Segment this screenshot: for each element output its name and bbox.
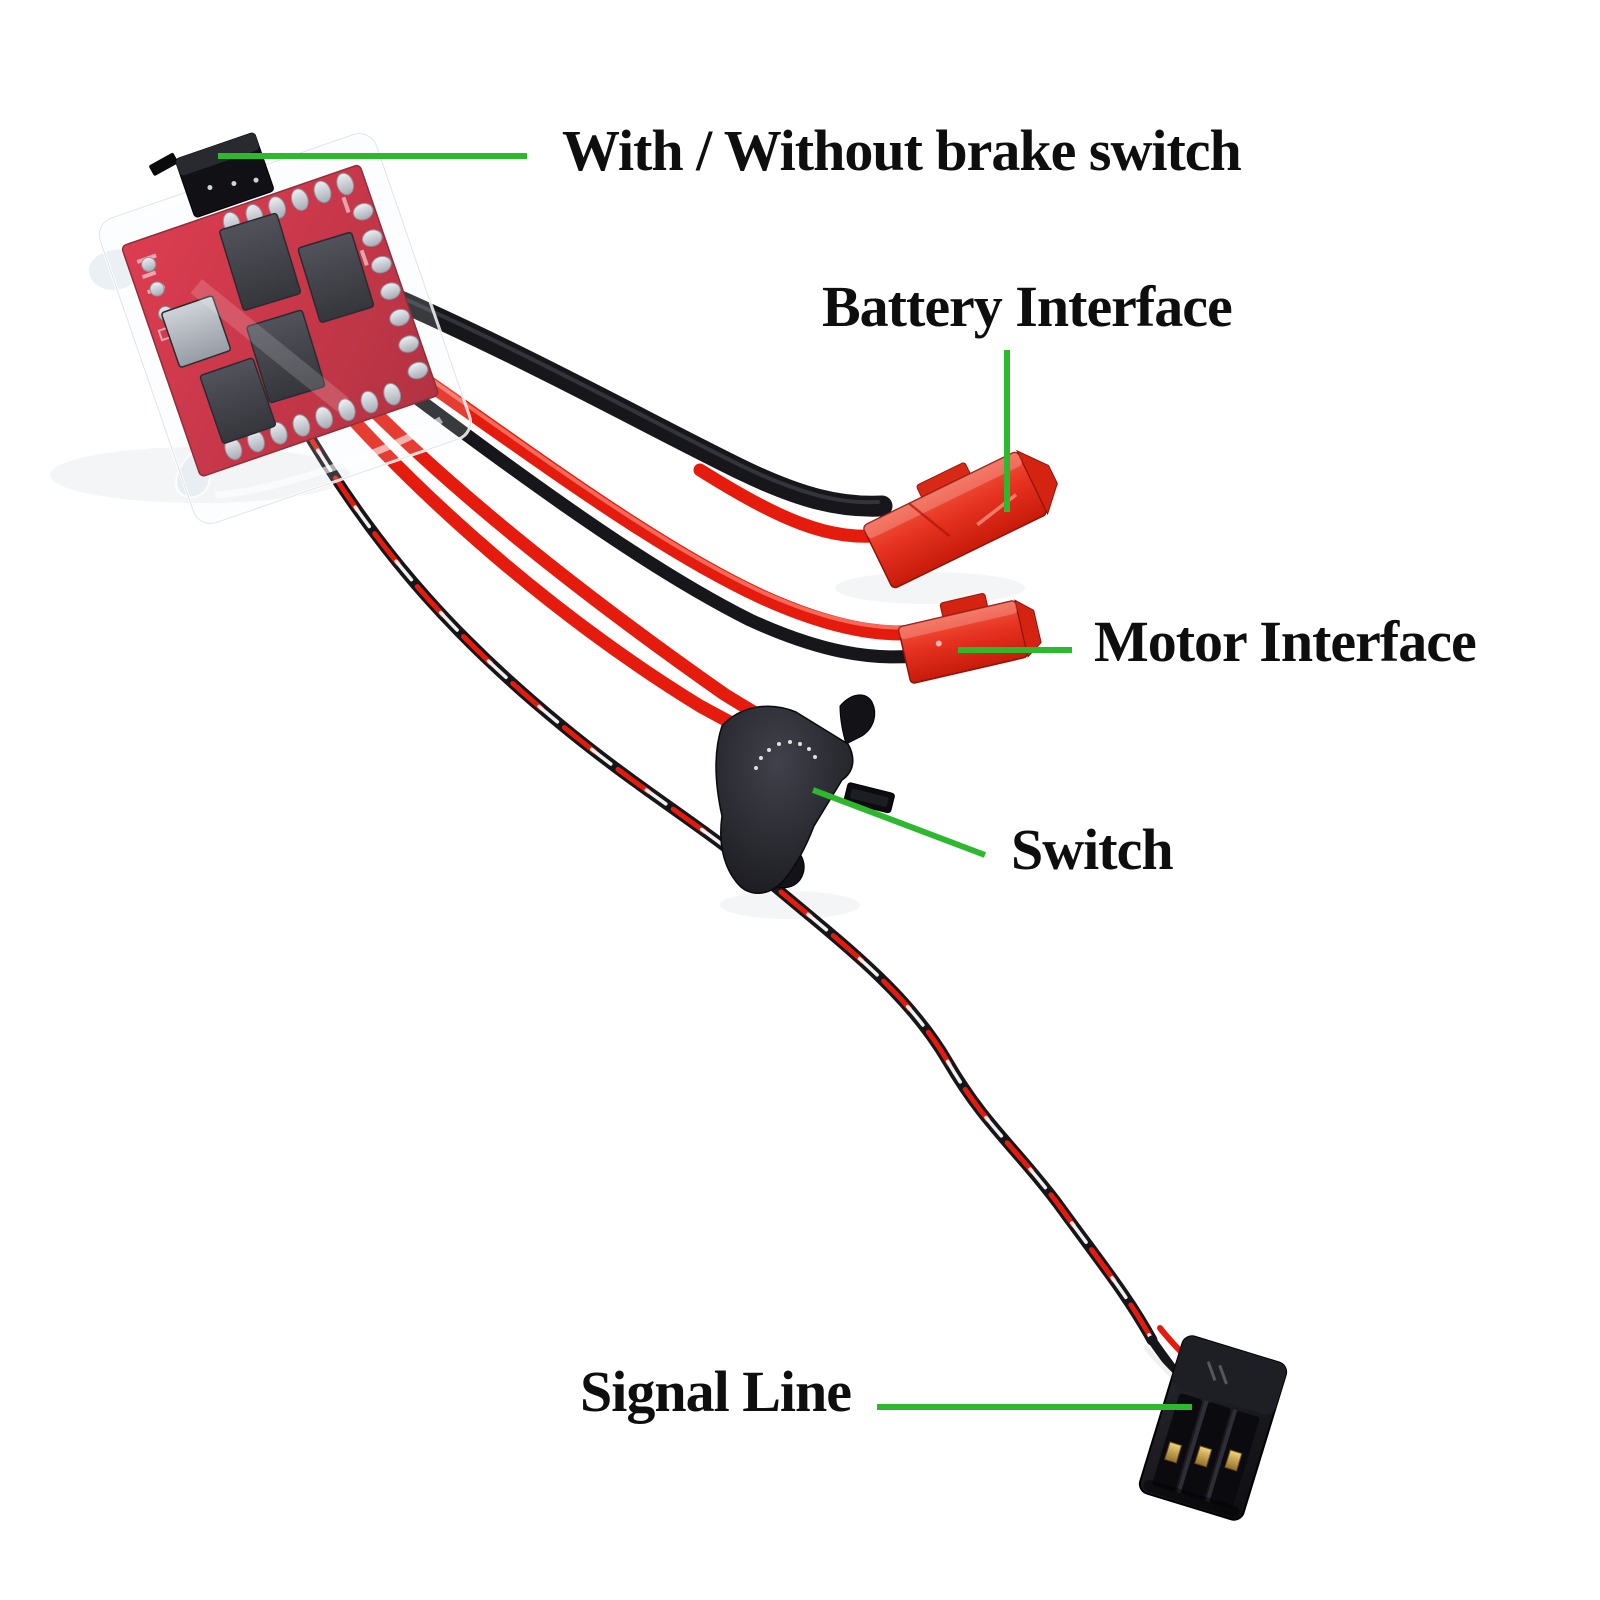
power-switch	[715, 694, 895, 894]
battery-wire-black	[355, 275, 893, 517]
battery-wire-black-highlight	[364, 280, 880, 505]
mosfet-chip	[219, 212, 302, 311]
signal-connector	[1138, 1335, 1288, 1521]
motor-connector	[898, 593, 1042, 684]
brake-switch-top-face	[175, 133, 260, 176]
label-signal-line: Signal Line	[580, 1359, 852, 1424]
brake-switch-pin	[207, 185, 213, 191]
mosfet-chip	[246, 309, 326, 404]
motor-wire-red	[344, 322, 926, 641]
label-motor-interface: Motor Interface	[1094, 609, 1477, 674]
signal-connector-base-shadow	[1143, 1479, 1240, 1518]
switch-boot-dots	[754, 740, 817, 770]
battery-connector-sheen	[864, 452, 1022, 539]
motor-wire-black	[337, 337, 923, 664]
battery-wire-red	[693, 463, 892, 543]
mosfet-chips	[161, 212, 375, 444]
signal-connector-pins	[1164, 1441, 1243, 1472]
battery-connector	[863, 449, 1058, 589]
mosfet-chip	[199, 357, 277, 444]
switch-flange-top	[839, 694, 876, 745]
mosfet-chip	[297, 231, 375, 323]
label-battery-interface: Battery Interface	[822, 274, 1233, 339]
switch-boot-body	[715, 705, 854, 894]
label-brake-switch: With / Without brake switch	[562, 118, 1242, 183]
brake-switch-pin	[231, 181, 237, 187]
label-switch: Switch	[1011, 817, 1174, 882]
signal-connector-marking	[1206, 1361, 1228, 1385]
motor-wire-red-highlight	[350, 323, 918, 630]
motor-connector-sheen	[898, 601, 1018, 640]
annotation-leader-lines	[218, 153, 1192, 1410]
motor-connector-glint	[935, 640, 942, 647]
battery-connector-nose	[1015, 449, 1058, 516]
leader-line-switch	[811, 787, 987, 858]
signal-connector-cap	[1172, 1336, 1287, 1415]
motor-connector-nose	[1014, 599, 1042, 658]
esc-module	[87, 132, 473, 525]
signal-cable	[294, 414, 1158, 1346]
brake-switch-pin	[253, 177, 259, 183]
brake-switch-lever	[149, 152, 179, 176]
mosfet-chip-metal	[161, 295, 232, 368]
